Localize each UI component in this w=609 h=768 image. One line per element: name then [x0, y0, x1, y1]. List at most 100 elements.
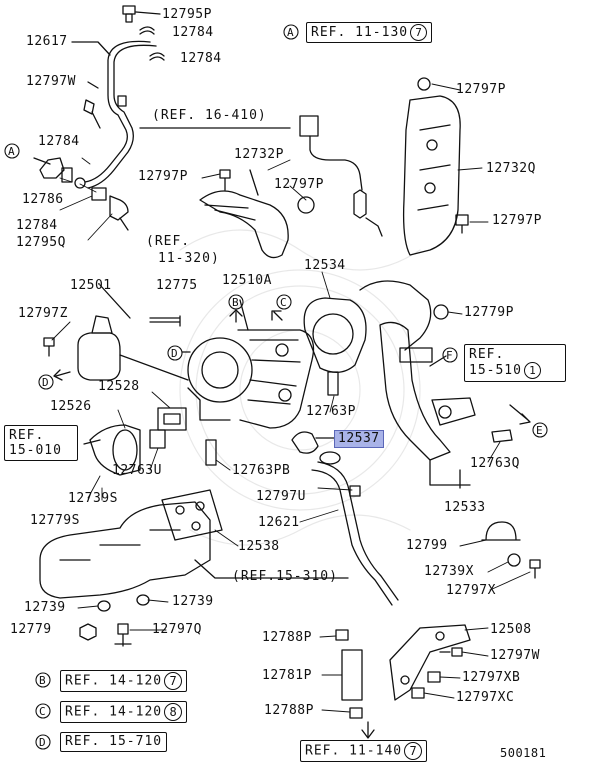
arrow-left-d2 — [53, 369, 71, 381]
part-label-12784[interactable]: 12784 — [38, 134, 80, 149]
part-label-12508[interactable]: 12508 — [490, 622, 532, 637]
part-label-12784[interactable]: 12784 — [180, 51, 222, 66]
stud-12763u — [149, 429, 166, 449]
part-label-12732q[interactable]: 12732Q — [486, 161, 536, 176]
part-label-12510a[interactable]: 12510A — [222, 273, 272, 288]
part-label-12779s[interactable]: 12779S — [30, 513, 80, 528]
part-label-12621[interactable]: 12621 — [258, 515, 300, 530]
stud-12763p — [327, 371, 339, 396]
part-label-12775[interactable]: 12775 — [156, 278, 198, 293]
ref-page-num: 7 — [410, 24, 428, 41]
leader-12617 — [71, 41, 111, 56]
part-label-12739[interactable]: 12739 — [172, 594, 214, 609]
callout-letter-a-left: A — [8, 145, 16, 158]
part-label-12779[interactable]: 12779 — [10, 622, 52, 637]
oxygen-sensor-harness — [139, 115, 383, 237]
washer-12784b — [149, 52, 165, 61]
ref-line2: 15-010 — [9, 443, 62, 458]
part-label-12739s[interactable]: 12739S — [68, 491, 118, 506]
part-label-12795p[interactable]: 12795P — [162, 7, 212, 22]
ref-line2: 11-320) — [158, 251, 220, 266]
part-label-12537-highlighted[interactable]: 12537 — [334, 430, 384, 448]
arrow-e — [509, 404, 531, 425]
part-label-12501[interactable]: 12501 — [70, 278, 112, 293]
part-label-12797z[interactable]: 12797Z — [18, 306, 68, 321]
clamp-12799 — [481, 521, 521, 541]
part-label-12763q[interactable]: 12763Q — [470, 456, 520, 471]
part-label-12797p[interactable]: 12797P — [274, 177, 324, 192]
exhaust-manifold — [39, 501, 211, 599]
part-label-12788p[interactable]: 12788P — [262, 630, 312, 645]
part-label-12739[interactable]: 12739 — [24, 600, 66, 615]
part-label-12797w[interactable]: 12797W — [490, 648, 540, 663]
part-label-12528[interactable]: 12528 — [98, 379, 140, 394]
part-label-12779p[interactable]: 12779P — [464, 305, 514, 320]
bolt-12797q — [114, 623, 132, 647]
bolt-12797x — [529, 559, 541, 579]
part-label-12739x[interactable]: 12739X — [424, 564, 474, 579]
part-label-12797p[interactable]: 12797P — [456, 82, 506, 97]
part-label-12538[interactable]: 12538 — [238, 539, 280, 554]
part-label-12763pb[interactable]: 12763PB — [232, 463, 291, 478]
ref-page-num: 7 — [164, 672, 183, 690]
nut-12797p-d — [417, 77, 431, 91]
arrow-up-b — [229, 309, 243, 323]
part-label-12533[interactable]: 12533 — [444, 500, 486, 515]
part-label-12732p[interactable]: 12732P — [234, 147, 284, 162]
part-label-12781p[interactable]: 12781P — [262, 668, 312, 683]
ref-text: REF. 14-120 — [65, 673, 163, 689]
callout-letter-d-left: D — [42, 376, 50, 389]
watermark-seal — [179, 229, 421, 546]
ref-box-15-710[interactable]: REF. 15-710 — [60, 732, 168, 752]
turbocharger-12510a — [187, 299, 315, 429]
hose-12781p — [341, 649, 363, 701]
part-label-12797xc[interactable]: 12797XC — [456, 690, 515, 705]
part-label-12788p[interactable]: 12788P — [264, 703, 314, 718]
part-label-12799[interactable]: 12799 — [406, 538, 448, 553]
part-label-12797q[interactable]: 12797Q — [152, 622, 202, 637]
stud-12763pb — [205, 439, 217, 466]
part-label-12797xb[interactable]: 12797XB — [462, 670, 521, 685]
part-label-12617[interactable]: 12617 — [26, 34, 68, 49]
banjo-fitting-group — [33, 157, 129, 231]
part-label-12797x[interactable]: 12797X — [446, 583, 496, 598]
part-label-12786[interactable]: 12786 — [22, 192, 64, 207]
part-label-12795q[interactable]: 12795Q — [16, 235, 66, 250]
part-label-12784[interactable]: 12784 — [16, 218, 58, 233]
ref-box-15-010[interactable]: REF. 15-010 — [4, 425, 78, 461]
part-label-12763p[interactable]: 12763P — [306, 404, 356, 419]
bracket-12508 — [389, 624, 471, 701]
part-label-12797p[interactable]: 12797P — [492, 213, 542, 228]
clamp-12788p-b — [349, 707, 363, 719]
ref-note-11-320[interactable]: (REF. 11-320) — [146, 233, 220, 267]
part-label-12797p[interactable]: 12797P — [138, 169, 188, 184]
washer-12784a — [139, 26, 155, 35]
part-label-12534[interactable]: 12534 — [304, 258, 346, 273]
bolt-12797p-a — [219, 169, 231, 191]
ref-text: REF. 15-710 — [65, 734, 163, 749]
part-label-12797u[interactable]: 12797U — [256, 489, 306, 504]
ref-note-15-310[interactable]: (REF.15-310) — [232, 569, 338, 584]
part-label-12784[interactable]: 12784 — [172, 25, 214, 40]
part-label-12797w[interactable]: 12797W — [26, 74, 76, 89]
callout-letter-c-center: C — [280, 296, 288, 309]
part-label-12526[interactable]: 12526 — [50, 399, 92, 414]
ref-text: REF. 11-130 — [311, 25, 409, 40]
stud-12763q — [491, 429, 513, 443]
bolt-12797p-e — [455, 214, 469, 234]
bolt-12797xc — [411, 687, 425, 699]
clamp-12788p-a — [335, 629, 349, 641]
nut-12779 — [79, 623, 97, 641]
bolt-12797z — [43, 337, 55, 357]
heat-shield-12732p — [199, 169, 289, 259]
arrow-up-c — [271, 310, 283, 321]
leader-lines — [51, 83, 531, 713]
ref-note-16-410[interactable]: (REF. 16-410) — [152, 108, 267, 123]
gasket-12537 — [291, 431, 319, 454]
part-label-12763u[interactable]: 12763U — [112, 463, 162, 478]
